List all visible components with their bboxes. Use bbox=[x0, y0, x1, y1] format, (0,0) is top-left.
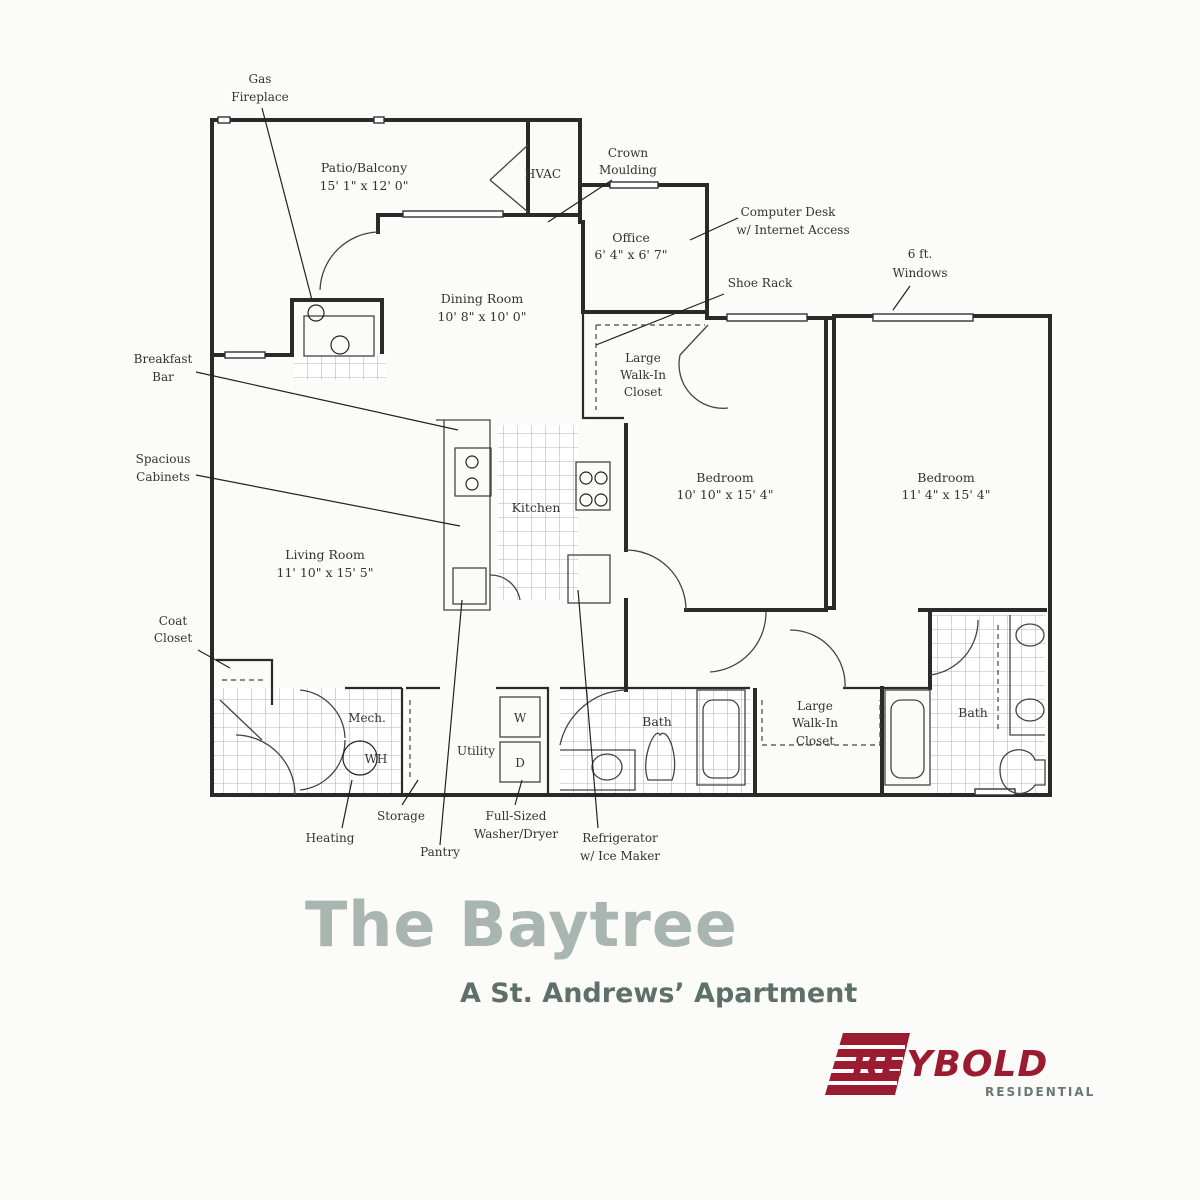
label-hvac: HVAC bbox=[525, 167, 561, 181]
label-breakfast: Breakfast bbox=[134, 352, 193, 366]
label-living: Living Room bbox=[285, 547, 365, 562]
label-kitchen: Kitchen bbox=[512, 500, 561, 515]
label-closet-1-2: Walk-In bbox=[620, 368, 666, 382]
label-washer: W bbox=[514, 711, 527, 725]
label-shoe-rack: Shoe Rack bbox=[728, 276, 793, 290]
label-refrigerator-2: w/ Ice Maker bbox=[580, 849, 660, 863]
label-closet-2-2: Walk-In bbox=[792, 716, 838, 730]
windows bbox=[217, 116, 1016, 796]
plan-subtitle: A St. Andrews’ Apartment bbox=[460, 978, 858, 1009]
label-washer-dryer-2: Washer/Dryer bbox=[474, 827, 558, 841]
label-crown: Crown bbox=[608, 146, 648, 160]
label-crown-2: Moulding bbox=[599, 163, 657, 177]
label-gas-fireplace: Gas bbox=[249, 72, 272, 86]
label-office-dim: 6' 4" x 6' 7" bbox=[594, 247, 667, 262]
label-living-dim: 11' 10" x 15' 5" bbox=[277, 565, 374, 580]
label-storage: Storage bbox=[377, 809, 425, 823]
doors bbox=[219, 144, 979, 796]
label-heating: Heating bbox=[306, 831, 355, 845]
label-coat: Coat bbox=[159, 614, 188, 628]
label-patio-dim: 15' 1" x 12' 0" bbox=[319, 178, 408, 193]
logo-wordmark: REYBOLD bbox=[852, 1044, 1049, 1085]
label-utility: Utility bbox=[457, 744, 495, 758]
label-gas-fireplace-2: Fireplace bbox=[231, 90, 289, 104]
label-windows: 6 ft. bbox=[908, 247, 933, 261]
label-computer-desk-2: w/ Internet Access bbox=[736, 223, 849, 237]
label-computer-desk: Computer Desk bbox=[741, 205, 837, 219]
floor-plan: Gas Fireplace Patio/Balcony 15' 1" x 12'… bbox=[134, 72, 1052, 863]
label-bedroom-2-dim: 11' 4" x 15' 4" bbox=[901, 487, 990, 502]
label-windows-2: Windows bbox=[892, 266, 947, 280]
label-dining: Dining Room bbox=[441, 291, 524, 306]
label-closet-2-3: Closet bbox=[796, 734, 835, 748]
label-coat-2: Closet bbox=[154, 631, 193, 645]
label-cabinets: Spacious bbox=[136, 452, 191, 466]
label-cabinets-2: Cabinets bbox=[136, 470, 190, 484]
label-bedroom-2: Bedroom bbox=[917, 470, 975, 485]
label-breakfast-2: Bar bbox=[152, 370, 174, 384]
label-washer-dryer: Full-Sized bbox=[486, 809, 547, 823]
room-labels: Gas Fireplace Patio/Balcony 15' 1" x 12'… bbox=[134, 72, 991, 863]
label-wh: WH bbox=[365, 752, 388, 766]
label-bath-2: Bath bbox=[958, 705, 988, 720]
label-closet-1: Large bbox=[625, 351, 661, 365]
label-bath-1: Bath bbox=[642, 714, 672, 729]
label-bedroom-1-dim: 10' 10" x 15' 4" bbox=[677, 487, 774, 502]
label-closet-1-3: Closet bbox=[624, 385, 663, 399]
label-office: Office bbox=[612, 230, 650, 245]
logo-subtitle: RESIDENTIAL bbox=[985, 1085, 1096, 1099]
plan-title: The Baytree bbox=[305, 888, 738, 961]
label-pantry: Pantry bbox=[420, 845, 460, 859]
leader-lines bbox=[195, 107, 911, 846]
label-patio: Patio/Balcony bbox=[321, 160, 408, 175]
label-dining-dim: 10' 8" x 10' 0" bbox=[437, 309, 526, 324]
fixtures bbox=[222, 304, 1046, 794]
label-mech: Mech. bbox=[348, 711, 386, 725]
walls bbox=[210, 118, 1052, 797]
label-closet-2: Large bbox=[797, 699, 833, 713]
label-dryer: D bbox=[515, 756, 525, 770]
reybold-logo-mark bbox=[825, 1033, 910, 1095]
label-bedroom-1: Bedroom bbox=[696, 470, 754, 485]
label-refrigerator: Refrigerator bbox=[582, 831, 658, 845]
